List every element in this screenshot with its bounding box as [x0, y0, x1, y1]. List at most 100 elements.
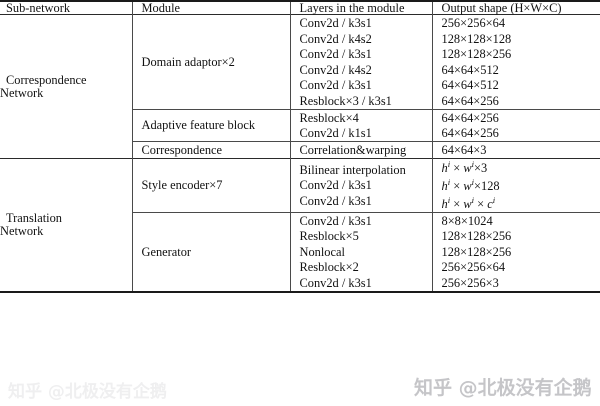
- layer-item: Conv2d / k3s1: [299, 78, 372, 93]
- module-cell-adaptive-feature-block: Adaptive feature block: [131, 109, 290, 142]
- layer-item: Conv2d / k3s1: [299, 275, 372, 290]
- layers-cell-adaptive-feature-block: Resblock×4 Conv2d / k1s1: [289, 109, 432, 142]
- subnetwork-line-2: Network: [0, 223, 44, 238]
- math-h: h: [441, 179, 448, 194]
- layer-item: Resblock×3 / k3s1: [299, 93, 392, 108]
- rule-partial-after-style-encoder: [0, 212, 600, 213]
- layers-cell-style-encoder: Bilinear interpolation Conv2d / k3s1 Con…: [289, 158, 432, 213]
- layer-item: Bilinear interpolation: [299, 162, 406, 177]
- output-cell-correspondence: 64×64×3: [431, 142, 600, 159]
- math-c: 128: [481, 179, 500, 194]
- header-sub-network-label: Sub-network: [6, 1, 71, 15]
- module-cell-style-encoder: Style encoder×7: [131, 158, 290, 213]
- section-correspondence-row-adaptive-feature-block: Adaptive feature block Resblock×4 Conv2d…: [0, 109, 600, 142]
- module-label-adaptive-feature-block: Adaptive feature block: [141, 118, 256, 133]
- math-c: 3: [481, 161, 488, 176]
- output-list-style-encoder: hi × wi×3 hi × wi×128 hi × wi × ci: [433, 159, 600, 212]
- output-item: 256×256×3: [441, 275, 499, 290]
- layers-cell-generator: Conv2d / k3s1 Resblock×5 Nonlocal Resblo…: [289, 212, 432, 292]
- header-layers: Layers in the module: [289, 2, 432, 15]
- module-label-generator: Generator: [141, 244, 192, 259]
- rule-partial-after-adaptive-feature-block: [0, 141, 600, 143]
- rule-segment-output: [431, 212, 600, 213]
- rule-segment-module: [131, 212, 290, 213]
- module-cell-domain-adaptor: Domain adaptor×2: [131, 15, 290, 110]
- rule-segment-module: [131, 109, 290, 110]
- section-translation-row-generator: Generator Conv2d / k3s1 Resblock×5 Nonlo…: [0, 212, 600, 292]
- layer-item: Resblock×4: [299, 110, 359, 125]
- rule-bottom: [0, 290, 600, 294]
- output-item: 64×64×512: [441, 78, 499, 93]
- layer-list-generator: Conv2d / k3s1 Resblock×5 Nonlocal Resblo…: [291, 213, 432, 291]
- table-header-row: Sub-network Module Layers in the module …: [0, 2, 600, 15]
- math-w-superscript: i: [471, 177, 474, 188]
- layer-item: Resblock×2: [299, 260, 359, 275]
- layers-cell-domain-adaptor: Conv2d / k3s1 Conv2d / k4s2 Conv2d / k3s…: [289, 15, 432, 110]
- output-cell-domain-adaptor: 256×256×64 128×128×128 128×128×256 64×64…: [431, 15, 600, 110]
- rule-segment-output: [431, 109, 600, 110]
- header-module: Module: [131, 2, 290, 15]
- layer-item: Conv2d / k3s1: [299, 16, 372, 30]
- layer-item: Conv2d / k1s1: [299, 126, 372, 141]
- section-correspondence-row-domain-adaptor: Correspondence Network Domain adaptor×2 …: [0, 15, 600, 110]
- output-item: 64×64×512: [441, 62, 499, 77]
- subnetwork-cell-correspondence: Correspondence Network: [0, 15, 132, 158]
- subnetwork-label-correspondence: Correspondence Network: [0, 70, 87, 102]
- rule-segment-layers: [289, 109, 432, 110]
- watermark-right: 知乎 @北极没有企鹅: [414, 377, 592, 399]
- math-w: w: [463, 196, 472, 211]
- math-w: w: [463, 179, 472, 194]
- output-cell-style-encoder: hi × wi×3 hi × wi×128 hi × wi × ci: [431, 158, 600, 213]
- rule-under-header: [0, 14, 600, 16]
- output-item: 64×64×256: [441, 126, 499, 141]
- layer-list-style-encoder: Bilinear interpolation Conv2d / k3s1 Con…: [291, 162, 432, 209]
- rule-segment-module: [131, 141, 290, 143]
- output-list-generator: 8×8×1024 128×128×256 128×128×256 256×256…: [433, 213, 600, 291]
- math-h: h: [441, 196, 448, 211]
- rule-partial-after-domain-adaptor: [0, 109, 600, 110]
- section-correspondence-row-correspondence: Correspondence Correlation&warping 64×64…: [0, 142, 600, 159]
- math-h-superscript: i: [447, 194, 451, 205]
- output-item: 64×64×256: [441, 93, 499, 108]
- subnetwork-cell-translation: Translation Network: [0, 159, 132, 292]
- watermark-left: 知乎 @北极没有企鹅: [8, 382, 167, 402]
- subnetwork-line-2: Network: [0, 85, 44, 100]
- output-item: 64×64×256: [441, 110, 499, 125]
- module-label-correspondence: Correspondence: [141, 142, 223, 157]
- layer-item: Conv2d / k3s1: [299, 193, 372, 208]
- module-cell-generator: Generator: [131, 212, 290, 292]
- output-item: hi × wi × ci: [441, 194, 496, 211]
- output-item: 256×256×64: [441, 260, 506, 275]
- output-item: 8×8×1024: [441, 213, 493, 228]
- layer-list-correspondence: Correlation&warping: [291, 142, 432, 158]
- math-c: c: [487, 196, 493, 211]
- math-c-superscript: i: [492, 194, 496, 205]
- section-translation-row-style-encoder: Translation Network Style encoder×7 Bili…: [0, 158, 600, 237]
- output-item: 128×128×256: [441, 47, 512, 62]
- module-label-style-encoder: Style encoder×7: [141, 178, 223, 193]
- subnetwork-label-translation: Translation Network: [0, 208, 62, 240]
- layer-item: Conv2d / k4s2: [299, 31, 372, 46]
- math-w-superscript: i: [471, 194, 474, 205]
- header-output-shape-label: Output shape (H×W×C): [441, 1, 562, 15]
- layer-item: Correlation&warping: [299, 142, 407, 157]
- module-cell-correspondence: Correspondence: [131, 142, 290, 159]
- math-w-superscript: i: [471, 159, 474, 170]
- math-h-superscript: i: [447, 159, 451, 170]
- header-output-shape: Output shape (H×W×C): [431, 2, 600, 15]
- output-list-correspondence: 64×64×3: [433, 142, 600, 158]
- header-sub-network: Sub-network: [0, 2, 132, 15]
- output-item: 128×128×256: [441, 244, 512, 259]
- output-list-domain-adaptor: 256×256×64 128×128×128 128×128×256 64×64…: [433, 15, 600, 109]
- math-h: h: [441, 161, 448, 176]
- output-list-adaptive-feature-block: 64×64×256 64×64×256: [433, 110, 600, 141]
- header-module-label: Module: [141, 1, 181, 15]
- layer-item: Resblock×5: [299, 229, 359, 244]
- rule-segment-layers: [289, 212, 432, 213]
- math-h-superscript: i: [447, 177, 451, 188]
- architecture-table: Sub-network Module Layers in the module …: [0, 0, 600, 294]
- header-layers-label: Layers in the module: [299, 1, 405, 15]
- layer-item: Conv2d / k3s1: [299, 47, 372, 62]
- output-item: 128×128×128: [441, 31, 512, 46]
